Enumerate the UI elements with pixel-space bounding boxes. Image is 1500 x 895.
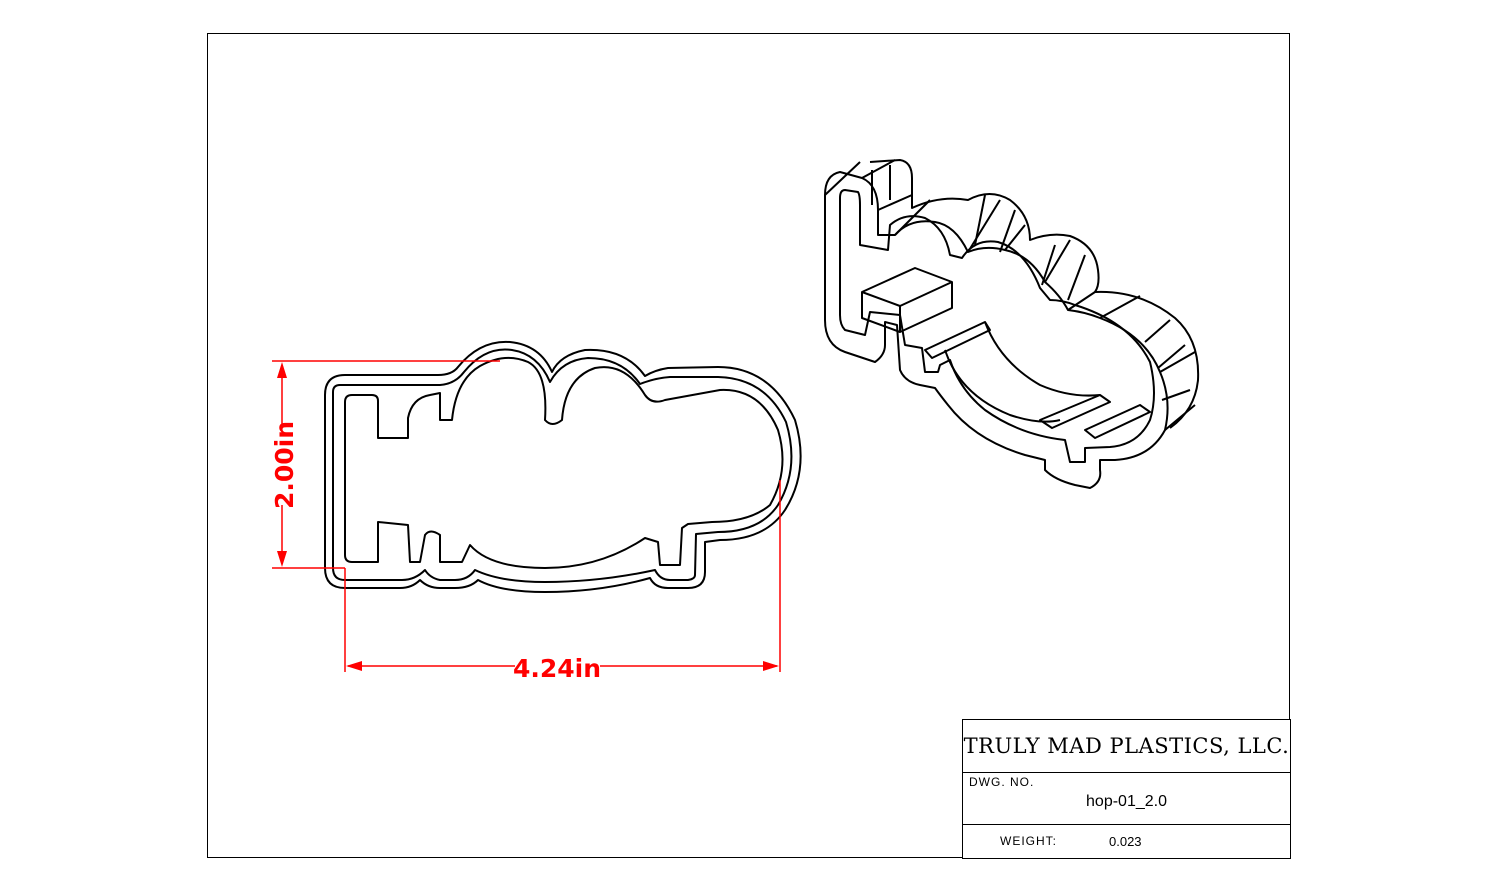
width-dimension [344, 480, 781, 672]
support-block [861, 267, 953, 333]
drawing-sheet-border [207, 33, 1290, 858]
support-block-edge-2 [899, 281, 953, 307]
support-bar-2 [1039, 394, 1111, 429]
depth-edge-4 [894, 199, 931, 236]
isometric-front-contour [824, 171, 1169, 489]
weight-label: WEIGHT: [1000, 834, 1057, 848]
face-line-8 [1157, 344, 1186, 369]
width-arrow-right [763, 661, 779, 671]
weight-value: 0.023 [1109, 834, 1142, 849]
height-arrow-bottom [277, 551, 287, 567]
front-view-outline [324, 340, 802, 593]
face-line-6 [1067, 254, 1086, 301]
drawing-number-cell: DWG. NO. hop-01_2.0 [963, 773, 1290, 825]
support-block-edge-1 [861, 291, 901, 307]
drawing-number-label: DWG. NO. [969, 775, 1035, 789]
title-block: TRULY MAD PLASTICS, LLC. DWG. NO. hop-01… [962, 719, 1291, 859]
front-view-outer-contour [324, 340, 802, 593]
depth-edge-3 [877, 194, 913, 211]
inner-curved-wall-2 [984, 321, 1101, 397]
depth-edge-10 [1159, 351, 1196, 373]
company-name: TRULY MAD PLASTICS, LLC. [963, 720, 1290, 773]
face-line-9 [1161, 389, 1191, 401]
depth-edge-5 [967, 199, 1001, 253]
height-arrow-top [277, 362, 287, 378]
depth-edge-7 [1044, 239, 1071, 283]
isometric-view [824, 159, 1200, 489]
face-line-7 [1144, 319, 1171, 343]
isometric-back-contour [869, 159, 1200, 429]
drawing-number-value: hop-01_2.0 [1086, 793, 1167, 810]
support-bar-3 [1084, 404, 1151, 439]
isometric-inner-contour [839, 189, 1155, 463]
height-dimension [272, 360, 500, 569]
inner-curved-wall [944, 349, 1061, 423]
depth-edge-11 [1164, 404, 1196, 431]
width-dimension-label: 4.24in [513, 654, 601, 683]
front-view-inner-contour [344, 356, 784, 569]
face-line-4 [999, 209, 1016, 253]
weight-cell: WEIGHT: 0.023 [963, 825, 1290, 858]
depth-edge-8 [1067, 291, 1096, 311]
face-line-3 [974, 194, 986, 246]
depth-edge-6 [1004, 224, 1026, 251]
depth-edge-1 [824, 161, 861, 196]
depth-edge-9 [1099, 295, 1141, 319]
width-arrow-left [346, 661, 362, 671]
front-view-middle-contour [332, 348, 793, 583]
support-bar-1 [924, 321, 991, 359]
depth-edge-2 [861, 159, 896, 179]
height-dimension-label: 2.00in [270, 421, 299, 509]
face-line-5 [1041, 244, 1056, 286]
